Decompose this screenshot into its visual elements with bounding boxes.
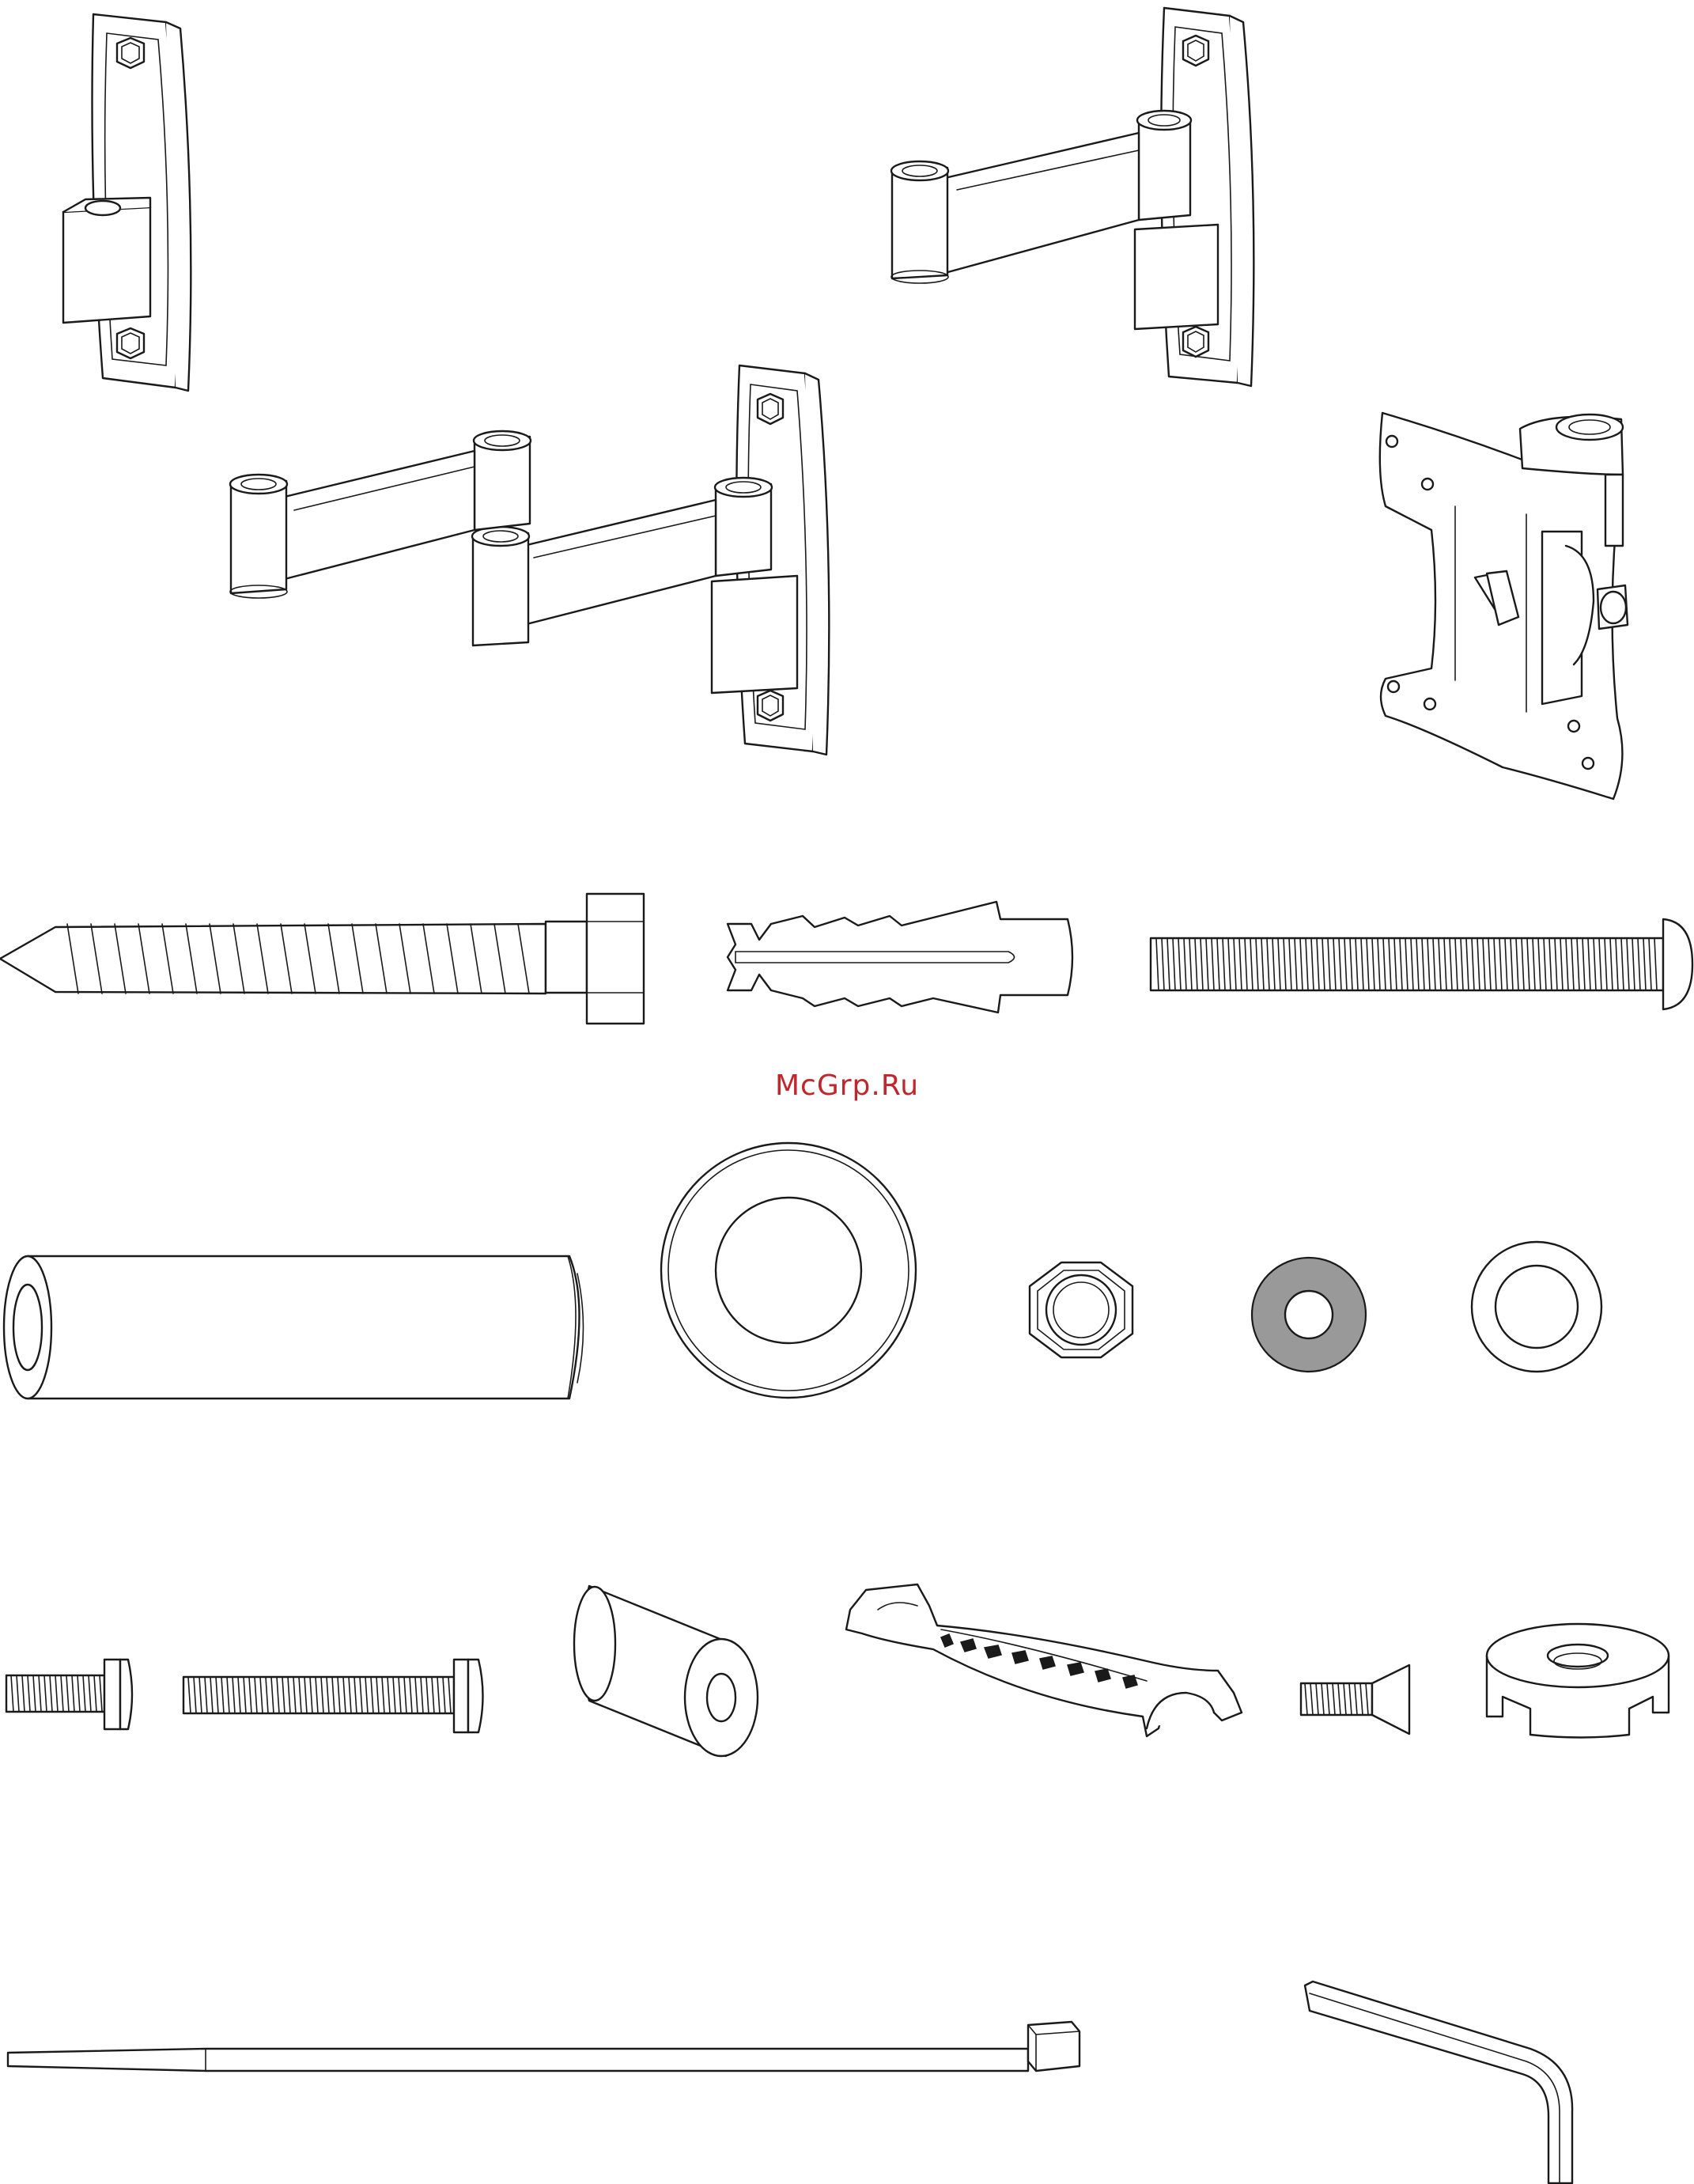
short-spacer-icon (574, 1586, 758, 1756)
castellated-nut-icon (1487, 1624, 1669, 1738)
lag-bolt-icon (0, 894, 644, 1024)
medium-screw-icon (183, 1660, 483, 1732)
countersunk-screw-icon (1301, 1665, 1409, 1734)
grey-washer-icon (1252, 1258, 1366, 1372)
hex-nut-icon (1030, 1262, 1132, 1357)
wall-plate-with-single-arm-icon (891, 8, 1253, 386)
long-machine-bolt-icon (1151, 919, 1692, 1009)
allen-key-icon (1305, 1981, 1572, 2183)
large-washer-icon (661, 1143, 916, 1398)
short-screw-icon (6, 1660, 132, 1729)
wall-plate-with-double-arm-icon (230, 365, 829, 755)
flat-washer-icon (1472, 1242, 1601, 1372)
cable-clip-icon (846, 1584, 1242, 1736)
spacer-tube-icon (4, 1256, 584, 1399)
cable-tie-icon (8, 2022, 1080, 2071)
wall-plate-single-pivot-icon (63, 14, 191, 391)
wall-anchor-icon (728, 902, 1072, 1013)
tilt-head-vesa-plate-icon (1380, 413, 1628, 799)
watermark-text: McGrp.Ru (0, 1069, 1694, 1102)
